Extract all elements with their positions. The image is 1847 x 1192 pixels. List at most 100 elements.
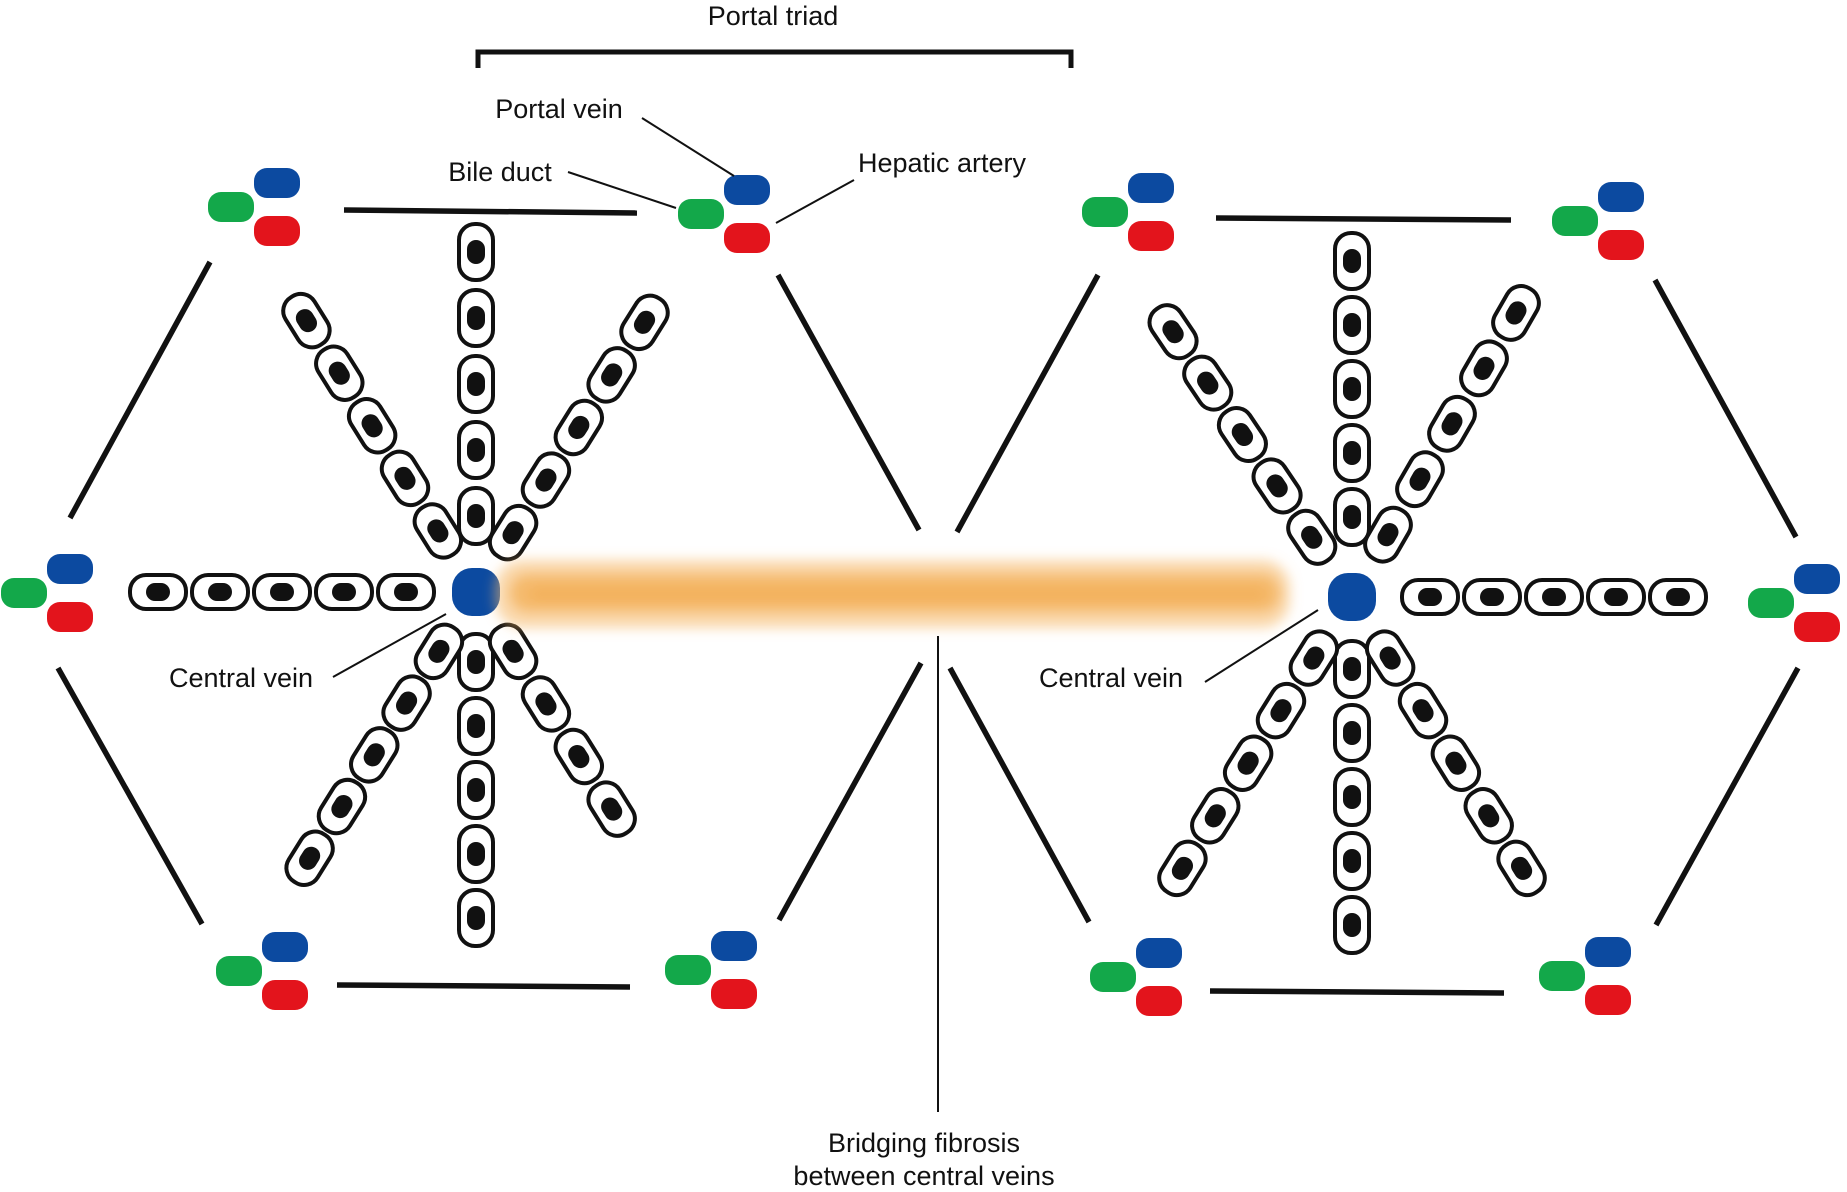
hepatocyte xyxy=(487,622,539,681)
bile-duct-label: Bile duct xyxy=(448,157,552,187)
boundary-line xyxy=(1215,215,1512,223)
bile-duct xyxy=(1082,197,1128,227)
hepatocyte xyxy=(586,780,637,838)
hepatocyte xyxy=(1427,394,1477,453)
hepatocyte xyxy=(413,622,465,681)
hepatic-artery xyxy=(1128,221,1174,251)
hepatocyte xyxy=(412,502,464,560)
boundary-line xyxy=(776,661,924,922)
hepatocyte xyxy=(457,696,495,756)
hepatocyte xyxy=(316,777,368,836)
hepatocyte xyxy=(457,760,495,820)
hepatocyte xyxy=(1288,629,1340,687)
portal-vein xyxy=(724,175,770,205)
portal-triad xyxy=(1748,564,1840,642)
boundary-line xyxy=(954,273,1101,534)
hepatocyte xyxy=(1400,578,1460,616)
central-vein-left-leader xyxy=(332,613,447,678)
central-vein xyxy=(452,568,500,616)
boundary-line xyxy=(1652,278,1799,539)
hepatocyte xyxy=(1222,734,1274,792)
hepatocyte xyxy=(1364,629,1416,687)
hepatic-artery-leader xyxy=(775,179,855,224)
hepatocyte xyxy=(1333,639,1371,699)
hepatocyte xyxy=(379,449,431,508)
bile-duct xyxy=(678,199,724,229)
hepatocyte xyxy=(457,288,495,348)
hepatocyte xyxy=(1496,839,1547,898)
hepatocyte xyxy=(1333,423,1371,483)
central-vein xyxy=(1328,573,1376,621)
portal-vein xyxy=(1128,173,1174,203)
boundary-line xyxy=(343,207,638,216)
hepatocyte xyxy=(281,291,332,350)
hepatocyte xyxy=(1216,406,1268,464)
lobule-right xyxy=(1147,231,1708,955)
bile-duct xyxy=(208,192,254,222)
hepatocyte xyxy=(376,573,436,611)
hepatocyte xyxy=(1462,578,1522,616)
hepatocyte xyxy=(1363,505,1413,564)
central-vein-right-label: Central vein xyxy=(1039,663,1183,693)
hepatocyte xyxy=(1491,284,1541,342)
portal-triad-bracket xyxy=(475,49,1074,68)
hepatocyte xyxy=(252,573,312,611)
hepatocyte xyxy=(457,486,495,546)
hepatocyte xyxy=(1333,767,1371,827)
bile-duct xyxy=(216,956,262,986)
hepatocyte xyxy=(128,573,188,611)
hepatocyte xyxy=(314,344,365,402)
hepatocyte xyxy=(457,222,495,282)
hepatocyte xyxy=(190,573,250,611)
central-vein-left-label: Central vein xyxy=(169,663,313,693)
hepatic-artery xyxy=(1598,230,1644,260)
hepatocyte xyxy=(1251,457,1303,515)
hepatocyte xyxy=(1333,703,1371,763)
hepatic-artery xyxy=(711,979,757,1009)
hepatocyte xyxy=(1397,681,1449,740)
bile-duct xyxy=(665,955,711,985)
portal-vein xyxy=(1585,937,1631,967)
hepatic-artery-label: Hepatic artery xyxy=(858,148,1027,178)
hepatocyte xyxy=(457,824,495,884)
hepatocyte xyxy=(457,632,495,692)
hepatocyte xyxy=(1524,578,1584,616)
hepatocyte xyxy=(381,674,432,732)
hepatic-artery xyxy=(1585,985,1631,1015)
hepatocyte xyxy=(1463,787,1514,845)
portal-triad xyxy=(208,168,300,246)
hepatocyte xyxy=(1182,354,1234,412)
hepatocyte xyxy=(284,829,335,887)
boundary-line xyxy=(336,982,631,990)
portal-triad-label: Portal triad xyxy=(708,1,839,31)
portal-triad xyxy=(216,932,308,1010)
bile-duct xyxy=(1539,961,1585,991)
boundary-line xyxy=(775,273,922,532)
hepatocyte xyxy=(1430,734,1482,792)
hepatocyte xyxy=(1190,787,1241,845)
portal-vein-label: Portal vein xyxy=(495,94,623,124)
hepatic-artery xyxy=(1136,986,1182,1016)
bile-duct xyxy=(1748,588,1794,618)
bridging-fibrosis-label-line1: Bridging fibrosis xyxy=(828,1128,1020,1158)
hepatocyte xyxy=(1395,450,1445,509)
hepatic-artery xyxy=(724,223,770,253)
portal-triad xyxy=(1539,937,1631,1015)
hepatocyte xyxy=(1333,831,1371,891)
leader-lines xyxy=(332,117,1319,1112)
hepatocyte xyxy=(1333,295,1371,355)
portal-triads xyxy=(1,168,1840,1016)
bile-duct xyxy=(1552,206,1598,236)
portal-vein xyxy=(1794,564,1840,594)
hepatic-artery xyxy=(262,980,308,1010)
bile-duct xyxy=(1090,962,1136,992)
hepatocyte xyxy=(349,726,400,784)
hepatocyte xyxy=(457,354,495,414)
hepatocyte xyxy=(1255,681,1307,740)
portal-vein xyxy=(1136,938,1182,968)
hepatocyte xyxy=(314,573,374,611)
hepatocyte xyxy=(1648,578,1708,616)
boundary-line xyxy=(1653,666,1801,927)
boundary-line xyxy=(947,666,1092,924)
